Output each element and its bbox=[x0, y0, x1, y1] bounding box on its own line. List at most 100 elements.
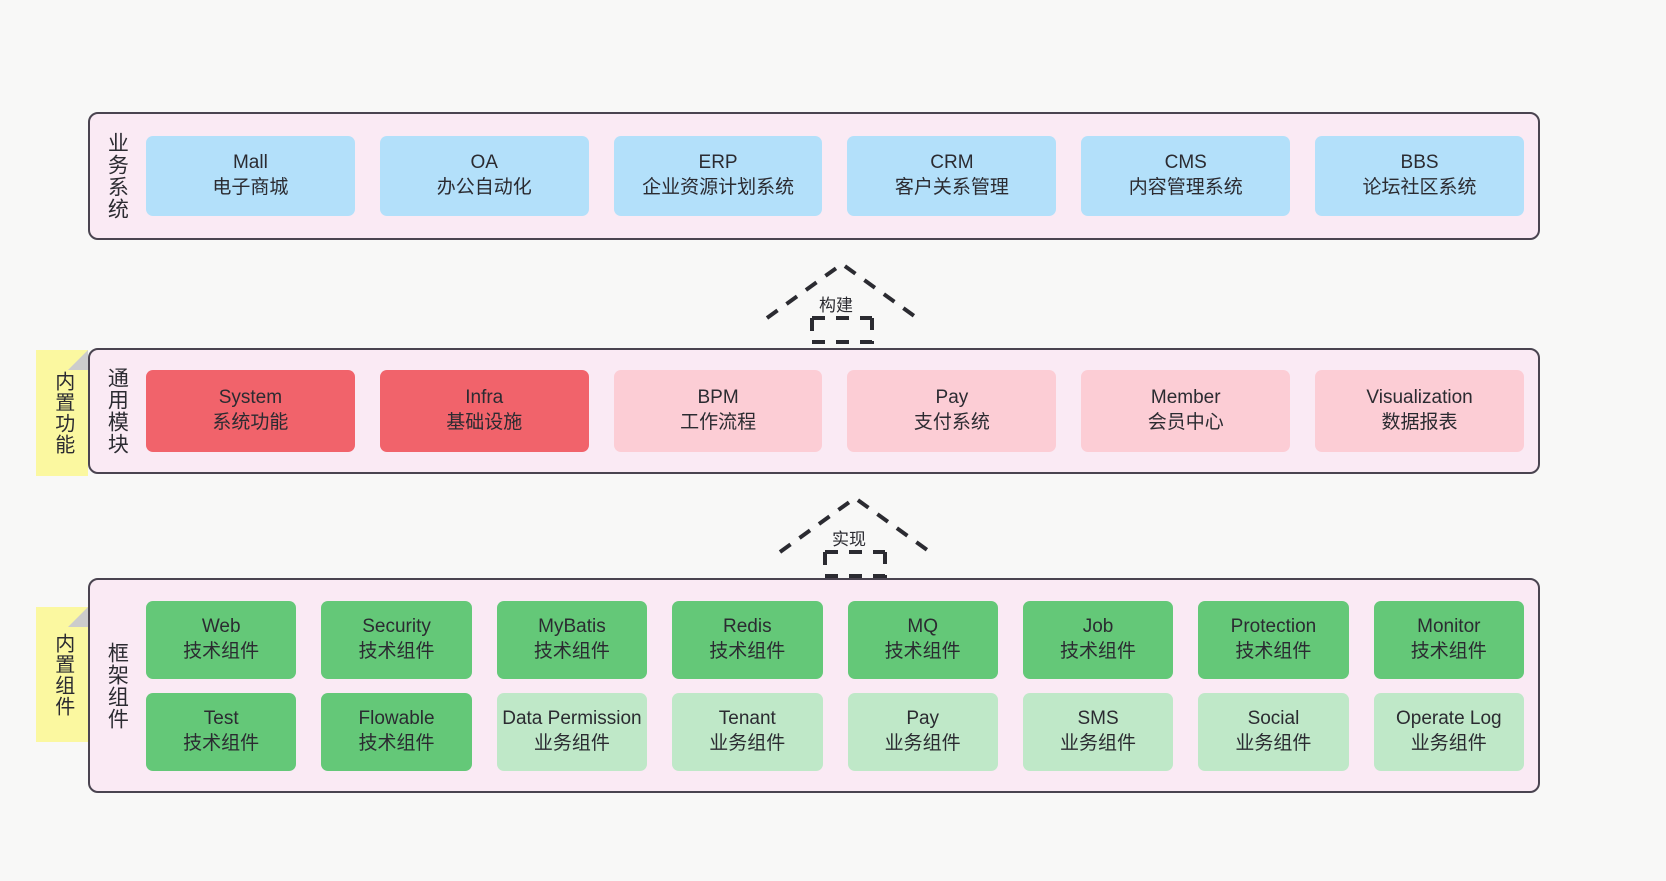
node-oa[interactable]: OA 办公自动化 bbox=[379, 136, 589, 216]
node-subtitle: 会员中心 bbox=[1147, 412, 1224, 433]
node-title: Flowable bbox=[358, 707, 435, 729]
node-subtitle: 技术组件 bbox=[709, 640, 786, 662]
node-title: OA bbox=[470, 152, 498, 174]
node-test[interactable]: Test 技术组件 bbox=[146, 692, 297, 771]
node-row: System 系统功能 Infra 基础设施 BPM 工作流程 Pay 支付系统… bbox=[146, 370, 1524, 452]
node-row: Web 技术组件 Security 技术组件 MyBatis 技术组件 Redi… bbox=[146, 600, 1524, 679]
node-sms[interactable]: SMS 业务组件 bbox=[1022, 692, 1174, 771]
node-visualization[interactable]: Visualization 数据报表 bbox=[1315, 370, 1524, 452]
node-bbs[interactable]: BBS 论坛社区系统 bbox=[1315, 136, 1524, 216]
layer-label-business-systems: 业务系统 bbox=[105, 132, 129, 220]
node-subtitle: 论坛社区系统 bbox=[1362, 177, 1477, 198]
node-mq[interactable]: MQ 技术组件 bbox=[847, 600, 998, 679]
node-subtitle: 技术组件 bbox=[183, 732, 260, 754]
node-subtitle: 业务组件 bbox=[1060, 732, 1137, 754]
node-social[interactable]: Social 业务组件 bbox=[1198, 692, 1349, 771]
node-title: Data Permission bbox=[502, 707, 642, 729]
node-title: Test bbox=[203, 707, 239, 729]
node-member[interactable]: Member 会员中心 bbox=[1081, 370, 1291, 452]
node-subtitle: 业务组件 bbox=[1235, 732, 1312, 754]
node-title: Monitor bbox=[1417, 615, 1481, 637]
connector-implement-label: 实现 bbox=[832, 530, 866, 549]
node-job[interactable]: Job 技术组件 bbox=[1022, 600, 1174, 679]
sticky-note-label: 内置功能 bbox=[51, 371, 74, 455]
node-subtitle: 业务组件 bbox=[533, 732, 610, 754]
node-title: BPM bbox=[697, 387, 739, 409]
node-mall[interactable]: Mall 电子商城 bbox=[146, 136, 355, 216]
node-subtitle: 技术组件 bbox=[884, 640, 961, 662]
node-infra[interactable]: Infra 基础设施 bbox=[379, 370, 589, 452]
node-tenant[interactable]: Tenant 业务组件 bbox=[672, 692, 823, 771]
node-subtitle: 系统功能 bbox=[212, 412, 289, 433]
node-title: Mall bbox=[232, 152, 268, 174]
node-title: Redis bbox=[723, 615, 772, 637]
connector-implement: 实现 bbox=[770, 492, 940, 580]
node-protection[interactable]: Protection 技术组件 bbox=[1198, 600, 1349, 679]
node-title: CRM bbox=[930, 152, 974, 174]
node-subtitle: 技术组件 bbox=[358, 640, 435, 662]
node-redis[interactable]: Redis 技术组件 bbox=[672, 600, 823, 679]
node-title: Web bbox=[201, 615, 241, 637]
node-pay-business[interactable]: Pay 业务组件 bbox=[847, 692, 998, 771]
node-subtitle: 客户关系管理 bbox=[894, 177, 1009, 198]
layer-business-systems: 业务系统 Mall 电子商城 OA 办公自动化 ERP 企业资源计划系统 CRM… bbox=[88, 112, 1540, 240]
node-title: SMS bbox=[1077, 707, 1119, 729]
node-title: BBS bbox=[1400, 152, 1439, 174]
node-title: System bbox=[218, 387, 283, 409]
sticky-note-builtin-features: 内置功能 bbox=[36, 350, 88, 476]
node-title: Protection bbox=[1230, 615, 1317, 637]
node-erp[interactable]: ERP 企业资源计划系统 bbox=[613, 136, 823, 216]
node-flowable[interactable]: Flowable 技术组件 bbox=[321, 692, 472, 771]
node-title: Visualization bbox=[1366, 387, 1473, 409]
node-title: Job bbox=[1082, 615, 1114, 637]
layer-body-general-modules: System 系统功能 Infra 基础设施 BPM 工作流程 Pay 支付系统… bbox=[142, 350, 1538, 472]
sticky-note-label: 内置组件 bbox=[51, 632, 74, 717]
node-monitor[interactable]: Monitor 技术组件 bbox=[1373, 600, 1524, 679]
node-title: CMS bbox=[1164, 152, 1207, 174]
node-data-permission[interactable]: Data Permission 业务组件 bbox=[496, 692, 648, 771]
node-title: Operate Log bbox=[1395, 707, 1502, 729]
node-mybatis[interactable]: MyBatis 技术组件 bbox=[496, 600, 648, 679]
node-title: MyBatis bbox=[538, 615, 606, 637]
node-subtitle: 内容管理系统 bbox=[1128, 177, 1243, 198]
node-title: Tenant bbox=[718, 707, 776, 729]
connector-build: 构建 bbox=[757, 258, 927, 346]
node-pay[interactable]: Pay 支付系统 bbox=[847, 370, 1057, 452]
node-title: Infra bbox=[465, 387, 504, 409]
layer-body-business-systems: Mall 电子商城 OA 办公自动化 ERP 企业资源计划系统 CRM 客户关系… bbox=[142, 114, 1538, 238]
connector-build-label: 构建 bbox=[819, 296, 853, 315]
node-title: MQ bbox=[907, 615, 938, 637]
node-subtitle: 工作流程 bbox=[680, 412, 757, 433]
node-crm[interactable]: CRM 客户关系管理 bbox=[847, 136, 1057, 216]
node-subtitle: 技术组件 bbox=[1410, 640, 1487, 662]
node-cms[interactable]: CMS 内容管理系统 bbox=[1081, 136, 1291, 216]
layer-general-modules: 通用模块 System 系统功能 Infra 基础设施 BPM 工作流程 Pay… bbox=[88, 348, 1540, 474]
node-row: Test 技术组件 Flowable 技术组件 Data Permission … bbox=[146, 692, 1524, 771]
node-subtitle: 技术组件 bbox=[1060, 640, 1137, 662]
node-title: Security bbox=[362, 615, 431, 637]
node-subtitle: 数据报表 bbox=[1381, 412, 1458, 433]
node-subtitle: 技术组件 bbox=[358, 732, 435, 754]
node-title: Social bbox=[1247, 707, 1300, 729]
node-subtitle: 基础设施 bbox=[446, 412, 523, 433]
node-title: Member bbox=[1150, 387, 1221, 409]
sticky-note-builtin-components: 内置组件 bbox=[36, 607, 88, 742]
node-subtitle: 电子商城 bbox=[212, 177, 289, 198]
layer-body-framework-components: Web 技术组件 Security 技术组件 MyBatis 技术组件 Redi… bbox=[142, 580, 1538, 791]
layer-label-general-modules: 通用模块 bbox=[105, 367, 129, 455]
node-subtitle: 办公自动化 bbox=[436, 177, 532, 198]
node-web[interactable]: Web 技术组件 bbox=[146, 600, 297, 679]
node-operate-log[interactable]: Operate Log 业务组件 bbox=[1373, 692, 1524, 771]
node-bpm[interactable]: BPM 工作流程 bbox=[613, 370, 823, 452]
node-subtitle: 企业资源计划系统 bbox=[642, 177, 795, 198]
node-subtitle: 技术组件 bbox=[533, 640, 610, 662]
node-subtitle: 技术组件 bbox=[183, 640, 260, 662]
layer-label-framework-components: 框架组件 bbox=[105, 641, 129, 730]
node-subtitle: 业务组件 bbox=[884, 732, 961, 754]
layer-framework-components: 框架组件 Web 技术组件 Security 技术组件 MyBatis 技术组件… bbox=[88, 578, 1540, 793]
node-system[interactable]: System 系统功能 bbox=[146, 370, 355, 452]
node-title: ERP bbox=[698, 152, 738, 174]
node-security[interactable]: Security 技术组件 bbox=[321, 600, 472, 679]
node-subtitle: 支付系统 bbox=[913, 412, 990, 433]
